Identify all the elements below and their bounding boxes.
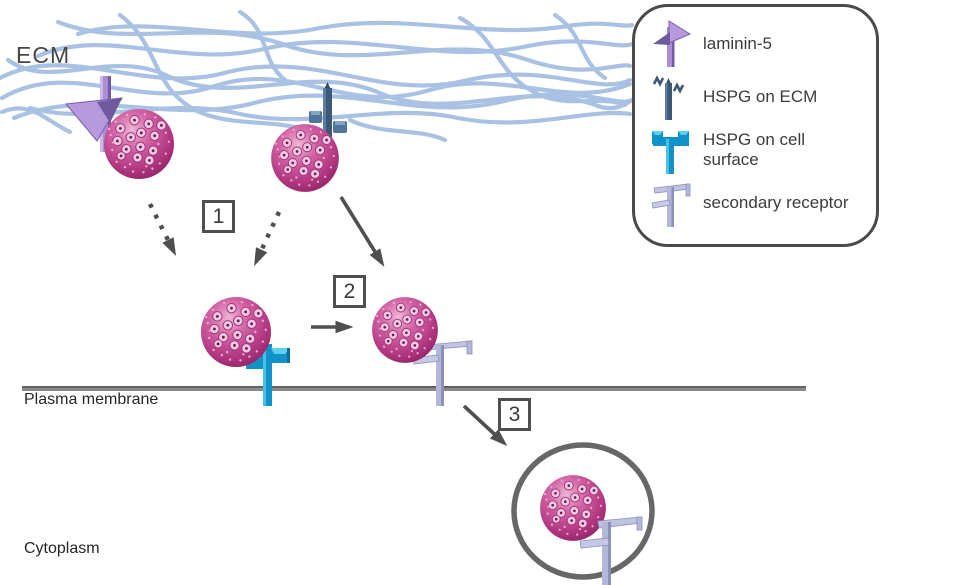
legend-label: secondary receptor — [703, 193, 849, 213]
virus-particle-on-laminin — [103, 108, 175, 180]
legend-item-laminin-5: laminin-5 — [649, 19, 862, 69]
legend-item-secondary-receptor: secondary receptor — [649, 178, 862, 228]
legend-item-hspg-ecm: HSPG on ECM — [649, 72, 862, 122]
ecm-label: ECM — [16, 42, 71, 68]
virus-particle-on-secondary-receptor — [371, 296, 439, 364]
secondary-receptor-icon — [651, 183, 691, 228]
legend-item-hspg-cell-surface: HSPG on cell surface — [649, 125, 862, 175]
laminin-5-molecule — [65, 76, 123, 152]
laminin-5-icon — [653, 19, 692, 67]
legend-label: laminin-5 — [703, 33, 772, 53]
step-2-badge: 2 — [333, 275, 366, 308]
legend-box: laminin-5 HSPG on ECM HSPG on — [632, 4, 879, 247]
step1-dotted-arrow-left — [147, 202, 177, 257]
step-1-badge: 1 — [202, 200, 235, 233]
hspg-ecm-receptor — [309, 82, 347, 140]
step-3-badge: 3 — [498, 398, 531, 431]
virus-particle-on-ecm-hspg — [270, 123, 340, 193]
cytoplasm-label: Cytoplasm — [24, 540, 100, 557]
hspg-ecm-icon — [652, 74, 685, 120]
secondary-receptor-in-vesicle — [579, 516, 643, 585]
plasma-membrane-line — [22, 386, 806, 391]
hspg-cell-surface-icon — [652, 131, 689, 175]
ecm-fibers — [0, 9, 635, 151]
step1-dotted-arrow-right — [253, 211, 282, 267]
virus-particle-on-cell-hspg — [200, 296, 272, 368]
legend-label: HSPG on cell surface — [703, 130, 806, 170]
legend-label: HSPG on ECM — [703, 86, 818, 106]
direct-binding-arrow — [339, 196, 385, 267]
virus-particle-in-vesicle — [539, 474, 607, 542]
plasma-membrane-label: Plasma membrane — [24, 391, 159, 408]
step3-internalization-arrow — [462, 404, 508, 447]
